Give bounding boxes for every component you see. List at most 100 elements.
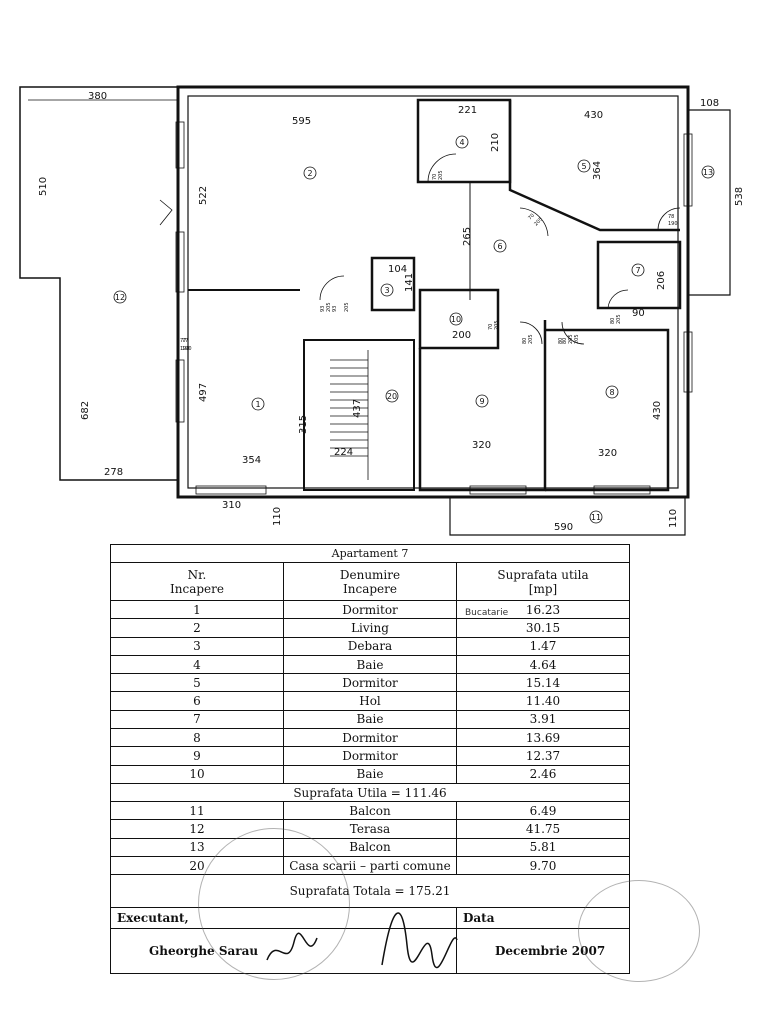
cell-name: Baie	[283, 764, 457, 784]
dim-label: 310	[222, 500, 241, 511]
cell-area: 41.75	[456, 819, 630, 839]
cell-name: Balcon	[283, 801, 457, 821]
room-number: 7	[635, 266, 640, 275]
dim-label: 682	[80, 401, 91, 420]
door-label: 205	[568, 334, 574, 344]
cell-area: 12.37	[456, 746, 630, 766]
area-table: Apartament 7 Nr. Incapere Denumire Incap…	[110, 543, 630, 974]
dim-label: 430	[584, 110, 603, 121]
room-number: 20	[387, 392, 397, 401]
col-header-area-text: Suprafata utila [mp]	[497, 567, 589, 596]
door-label: 205	[574, 334, 580, 344]
cell-area: 9.70	[456, 855, 630, 876]
dim-label: 104	[388, 264, 407, 275]
cell-area: 13.69	[456, 728, 630, 748]
cell-area: 5.81	[456, 837, 630, 858]
area-table-grid: Apartament 7 Nr. Incapere Denumire Incap…	[110, 543, 630, 974]
room-number: 13	[703, 168, 713, 177]
dim-label: 108	[700, 98, 719, 109]
room-number-labels: 1 2 3 4 5 6 7 8 9 10 11 12 13 20	[115, 138, 713, 522]
room-number: 8	[609, 388, 614, 397]
dim-label: 510	[38, 177, 49, 196]
table-title: Apartament 7	[110, 543, 630, 564]
room-number: 2	[307, 169, 312, 178]
room-number: 10	[451, 315, 461, 324]
dim-label: 110	[668, 509, 679, 528]
col-header-area: Suprafata utila [mp]	[456, 562, 630, 602]
plan-dimensions: 380 595 221 430 108 510 522 210 364 538 …	[38, 91, 745, 533]
door-label: 205	[326, 302, 332, 312]
cell-name: Dormitor	[283, 746, 457, 766]
door-label: 190	[182, 346, 192, 352]
door-label: 80	[522, 338, 528, 344]
cell-nr: 10	[110, 764, 284, 784]
dim-label: 380	[88, 91, 107, 102]
cell-nr: 5	[110, 673, 284, 693]
col-header-name-text: Denumire Incapere	[339, 567, 401, 596]
col-header-nr-text: Nr. Incapere	[170, 567, 224, 596]
room-number: 9	[479, 397, 484, 406]
door-label: 93	[332, 306, 338, 312]
cell-name: Dormitor	[283, 600, 457, 620]
cell-name: Dormitor	[283, 673, 457, 693]
dim-label: 315	[298, 415, 309, 434]
dim-label: 538	[734, 187, 745, 206]
col-header-name: Denumire Incapere	[283, 562, 457, 602]
cell-area: 11.40	[456, 691, 630, 711]
cell-area: 3.91	[456, 709, 630, 730]
dim-label: 430	[652, 401, 663, 420]
door-label: 78	[668, 214, 674, 220]
cell-area: 1.47	[456, 636, 630, 656]
room-number: 1	[255, 400, 260, 409]
door-label: 205	[494, 320, 500, 330]
dim-label: 437	[352, 399, 363, 418]
dim-label: 224	[334, 447, 353, 458]
dim-label: 206	[656, 271, 667, 290]
room-number: 4	[459, 138, 464, 147]
subtotal-row: Suprafata Utila = 111.46	[110, 782, 630, 803]
door-label: 205	[528, 334, 534, 344]
door-label: 70	[488, 324, 494, 330]
dim-label: 364	[592, 161, 603, 180]
cell-nr: 11	[110, 801, 284, 821]
cell-nr: 6	[110, 691, 284, 711]
stamp-left	[198, 828, 350, 980]
room-number: 5	[581, 162, 586, 171]
cell-nr: 7	[110, 709, 284, 730]
signature-center	[381, 912, 458, 969]
plan-walls	[19, 85, 731, 536]
cell-area: 15.14	[456, 673, 630, 693]
dim-label: 210	[490, 133, 501, 152]
plan-room-numbers	[113, 135, 715, 524]
room-number: 3	[384, 286, 389, 295]
dim-label: 265	[462, 227, 473, 246]
dim-label: 320	[598, 448, 617, 459]
door-label: 70	[432, 174, 438, 180]
door-label: 190	[668, 221, 678, 227]
cell-name: Baie	[283, 709, 457, 730]
handwritten-note: Bucatarie	[465, 608, 509, 618]
dim-label: 522	[198, 186, 209, 205]
door-label: 80	[558, 338, 564, 344]
door-label: 77	[180, 338, 186, 344]
dim-label: 354	[242, 455, 261, 466]
stamp-right	[578, 880, 700, 982]
door-label: 77	[182, 338, 188, 344]
cell-nr: 3	[110, 636, 284, 656]
dim-label: 141	[404, 273, 415, 292]
dim-label: 200	[452, 330, 471, 341]
cell-nr: 9	[110, 746, 284, 766]
dim-label: 110	[272, 507, 283, 526]
cell-area: 30.15	[456, 618, 630, 638]
total-row: Suprafata Totala = 175.21	[110, 874, 630, 908]
cell-name: Living	[283, 618, 457, 638]
